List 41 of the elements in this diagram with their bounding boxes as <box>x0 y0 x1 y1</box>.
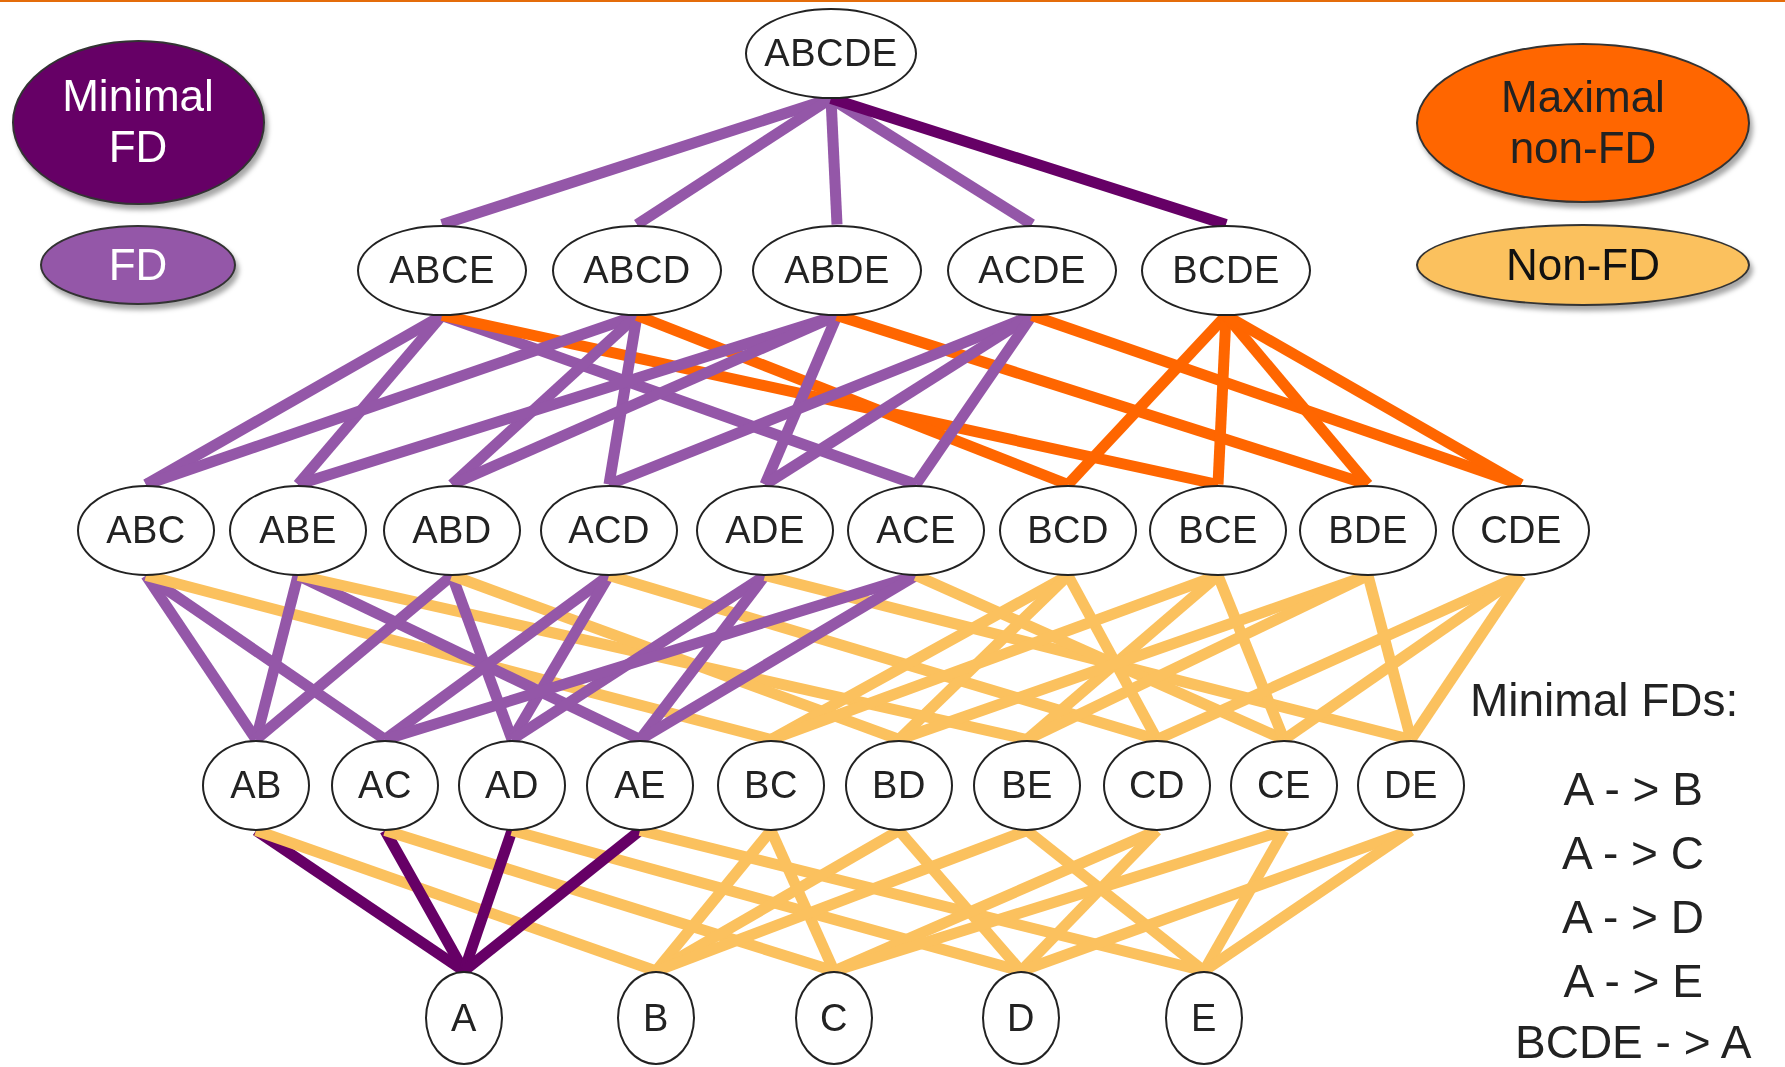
node-label: BDE <box>1328 508 1408 552</box>
node-label: ABDE <box>784 248 890 292</box>
node-label: CDE <box>1480 508 1562 552</box>
node-label: ABD <box>412 508 492 552</box>
node-label: BCE <box>1178 508 1258 552</box>
node-label: C <box>820 996 848 1040</box>
node-label: ACD <box>568 508 650 552</box>
node-label: AE <box>614 763 666 807</box>
node-label: BCDE <box>1172 248 1280 292</box>
fd-rule-text: A - > B <box>1563 762 1703 816</box>
node-label: ABE <box>259 508 337 552</box>
node-label: BCD <box>1027 508 1109 552</box>
node-label: BD <box>872 763 926 807</box>
node-label: ACDE <box>978 248 1086 292</box>
fd-rule-text: BCDE - > A <box>1515 1015 1752 1067</box>
node-label: ABC <box>106 508 186 552</box>
node-label: B <box>643 996 669 1040</box>
legend-label: FD <box>108 239 168 291</box>
list-heading: Minimal FDs: <box>1470 673 1739 727</box>
node-label: A <box>451 996 477 1040</box>
node-label: ABCDE <box>764 31 898 75</box>
fd-rule-text: A - > C <box>1562 826 1704 880</box>
node-label: E <box>1191 996 1217 1040</box>
node-label: ABCE <box>389 248 495 292</box>
legend-label: Minimal FD <box>61 71 215 173</box>
node-label: CD <box>1129 763 1185 807</box>
node-label: AC <box>358 763 412 807</box>
legend-label: Maximal non-FD <box>1500 72 1666 174</box>
node-label: ABCD <box>583 248 691 292</box>
node-label: ADE <box>725 508 805 552</box>
node-label: D <box>1007 996 1035 1040</box>
fd-rule-text: A - > D <box>1562 890 1704 944</box>
fd-rule-text: A - > E <box>1563 954 1703 1008</box>
node-label: DE <box>1384 763 1438 807</box>
node-label: AD <box>485 763 539 807</box>
legend-label: Non-FD <box>1506 239 1660 291</box>
node-label: BC <box>744 763 798 807</box>
node-label: AB <box>230 763 282 807</box>
node-label: BE <box>1001 763 1053 807</box>
node-label: ACE <box>876 508 956 552</box>
node-label: CE <box>1257 763 1311 807</box>
